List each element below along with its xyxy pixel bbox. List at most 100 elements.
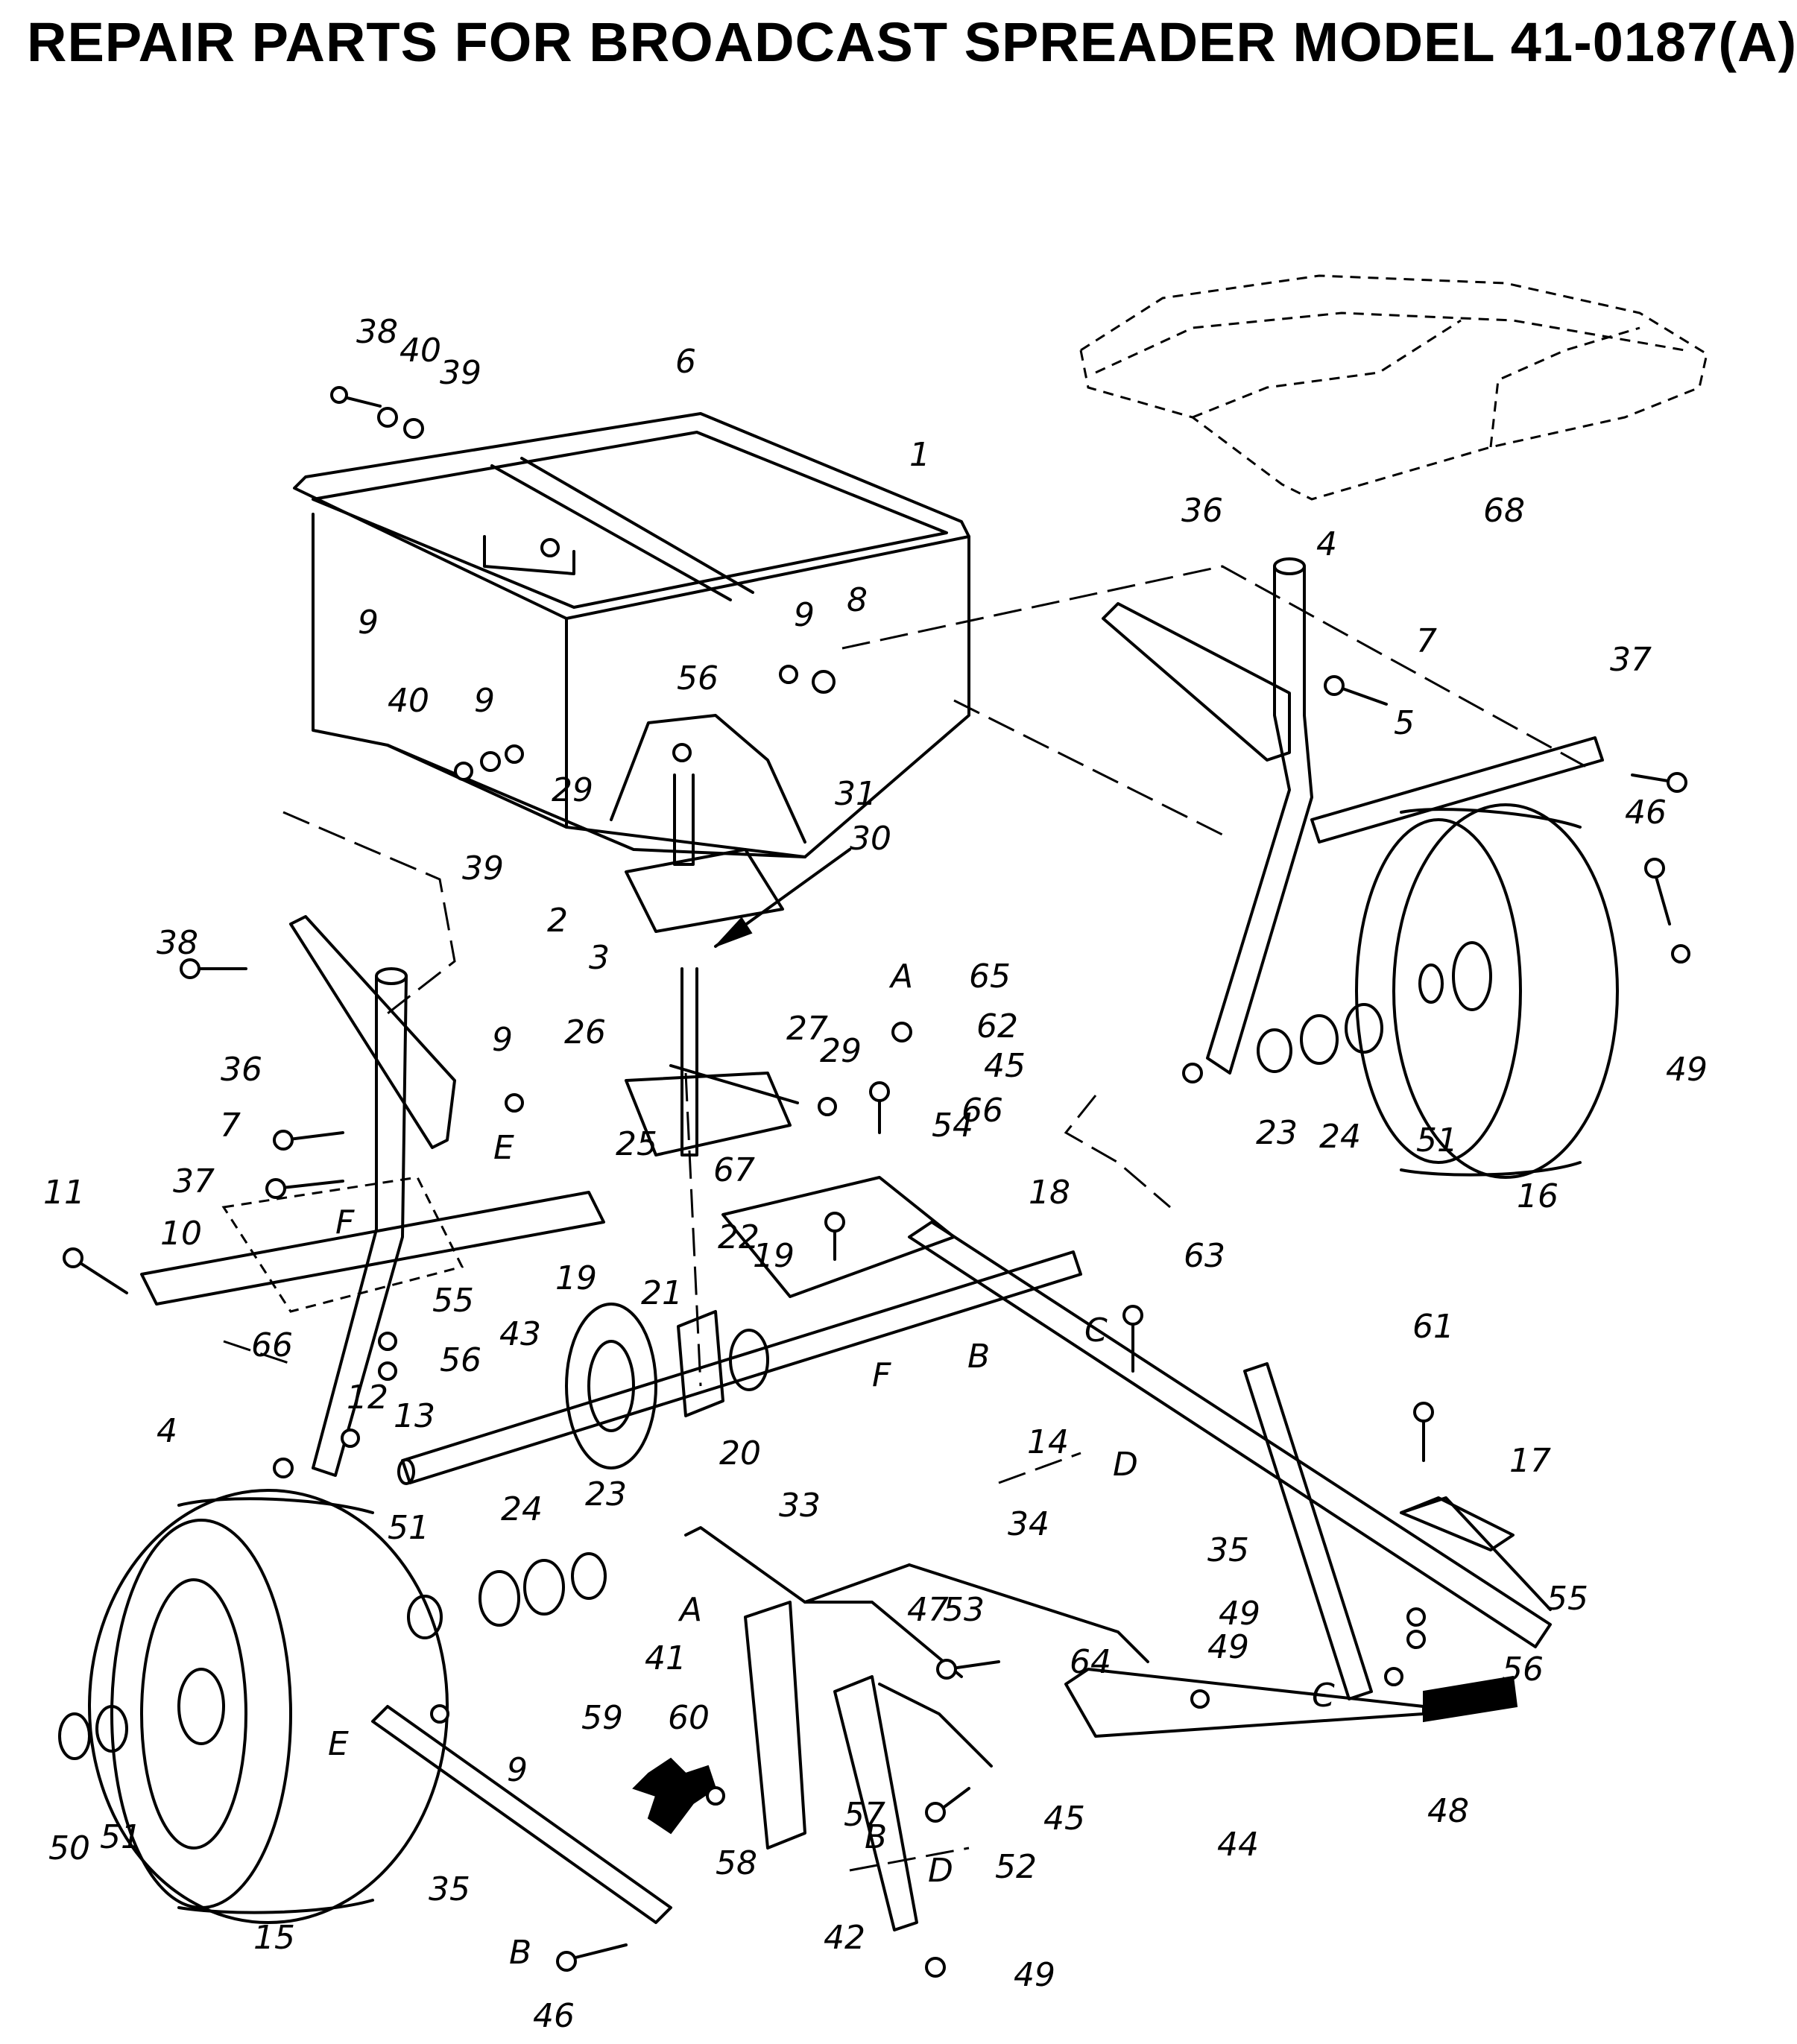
callout-label: 57 [844, 1796, 885, 1834]
callout-label: 66 [961, 1092, 1003, 1130]
exploded-parts-diagram: 38 40 39 6 1 9 9 8 40 9 56 29 31 30 39 2… [43, 274, 1708, 2035]
callout-label: 49 [1207, 1628, 1249, 1666]
control-bracket [833, 1675, 993, 1931]
callout-label: 56 [1502, 1651, 1544, 1689]
callout-label: 19 [555, 1259, 597, 1297]
callout-label: 5 [1394, 704, 1415, 742]
callout-label: 36 [221, 1051, 262, 1089]
callout-label: 27 [786, 1010, 828, 1048]
callout-label: 58 [716, 1844, 757, 1882]
callout-label: 45 [1043, 1800, 1085, 1838]
callout-label: 54 [932, 1107, 973, 1145]
bolts [63, 386, 1687, 1972]
callout-label: 55 [432, 1282, 474, 1320]
page-title: REPAIR PARTS FOR BROADCAST SPREADER MODE… [27, 11, 1797, 73]
callout-label: 68 [1483, 492, 1525, 530]
callout-label: 15 [253, 1919, 295, 1957]
callout-label: E [493, 1129, 514, 1167]
callout-label: 65 [969, 958, 1011, 996]
callout-label: 49 [1014, 1956, 1055, 1994]
callout-label: 3 [589, 939, 610, 977]
callout-label: 60 [668, 1699, 710, 1737]
callout-label: 23 [1256, 1114, 1298, 1152]
callout-label: 46 [1625, 794, 1667, 832]
gear [565, 1303, 657, 1469]
wheel-right [1355, 803, 1619, 1179]
callout-label: 17 [1509, 1442, 1551, 1480]
bushings-left [58, 1552, 607, 1760]
callout-label: 56 [440, 1341, 481, 1379]
callout-label: 29 [820, 1032, 862, 1070]
callout-label: 24 [1319, 1118, 1361, 1156]
callout-label: F [335, 1203, 355, 1241]
bushings-right [1257, 1003, 1383, 1073]
frame-right [1102, 557, 1604, 1083]
callout-label: C [1312, 1677, 1335, 1715]
callout-label: 35 [1207, 1531, 1249, 1569]
callout-label: 7 [1416, 622, 1437, 660]
callout-label: 4 [157, 1412, 177, 1450]
callout-label: 12 [347, 1379, 388, 1417]
callout-label: 34 [1008, 1505, 1049, 1543]
callout-label: 13 [394, 1397, 435, 1435]
callout-label: 1 [909, 436, 930, 474]
callout-label: 63 [1184, 1237, 1225, 1275]
callout-label: 67 [713, 1151, 755, 1189]
callout-label: 29 [552, 771, 593, 809]
callout-label: 9 [474, 682, 495, 720]
callout-label: 52 [995, 1848, 1037, 1886]
callout-label: 40 [388, 682, 429, 720]
callout-label: D [1113, 1446, 1138, 1484]
callout-label: 6 [675, 343, 696, 381]
callout-label: 64 [1070, 1643, 1111, 1681]
callout-label: 47 [907, 1591, 949, 1629]
callout-label: 51 [388, 1509, 429, 1547]
frame-left [273, 915, 456, 1478]
callout-label: 46 [533, 1997, 575, 2035]
spinner [625, 967, 792, 1157]
callout-label: 45 [984, 1047, 1026, 1085]
wheel-left [88, 1489, 449, 1924]
assembly-guide-lines [223, 565, 1588, 1872]
callout-label: 20 [719, 1434, 761, 1472]
tow-bar [908, 1221, 1552, 1648]
callout-label: 10 [160, 1215, 202, 1253]
callout-label: 49 [1219, 1595, 1260, 1633]
assembly-arrows [669, 848, 851, 1104]
callout-label: 9 [794, 596, 815, 634]
control-rods [684, 1526, 1149, 1678]
callout-label: 36 [1181, 492, 1223, 530]
axle [397, 1250, 1082, 1485]
callout-label: 8 [847, 581, 868, 619]
callout-label: 50 [48, 1829, 90, 1867]
callout-label: 66 [251, 1326, 293, 1364]
callout-label: B [865, 1818, 887, 1856]
callout-label: C [1084, 1311, 1108, 1350]
hopper-cover [1079, 274, 1708, 501]
callout-label: 19 [753, 1237, 795, 1275]
callout-label: 39 [462, 849, 504, 887]
callout-label: A [888, 958, 913, 996]
callout-label: 37 [1610, 641, 1652, 679]
callout-label: 22 [718, 1218, 759, 1256]
callout-label: 26 [564, 1013, 606, 1051]
callout-label: 41 [645, 1639, 686, 1677]
callout-label: 55 [1547, 1580, 1588, 1618]
callout-label: 35 [429, 1870, 470, 1908]
callout-label: 25 [616, 1125, 657, 1163]
front-bar [140, 1176, 605, 1313]
callout-label: B [967, 1338, 990, 1376]
control-handle [1064, 1668, 1518, 1738]
callout-label: 43 [499, 1315, 541, 1353]
callout-label: D [928, 1852, 953, 1890]
callout-label: A [678, 1591, 702, 1629]
callout-label: 9 [358, 604, 379, 642]
callout-label: 53 [943, 1591, 985, 1629]
callout-label: 33 [779, 1487, 821, 1525]
callout-label: 56 [677, 659, 719, 697]
brace-left [371, 1705, 672, 1924]
callout-label: 16 [1517, 1177, 1558, 1215]
callout-label: 30 [850, 820, 891, 858]
callout-label: 42 [824, 1919, 865, 1957]
callout-label: E [328, 1725, 349, 1763]
